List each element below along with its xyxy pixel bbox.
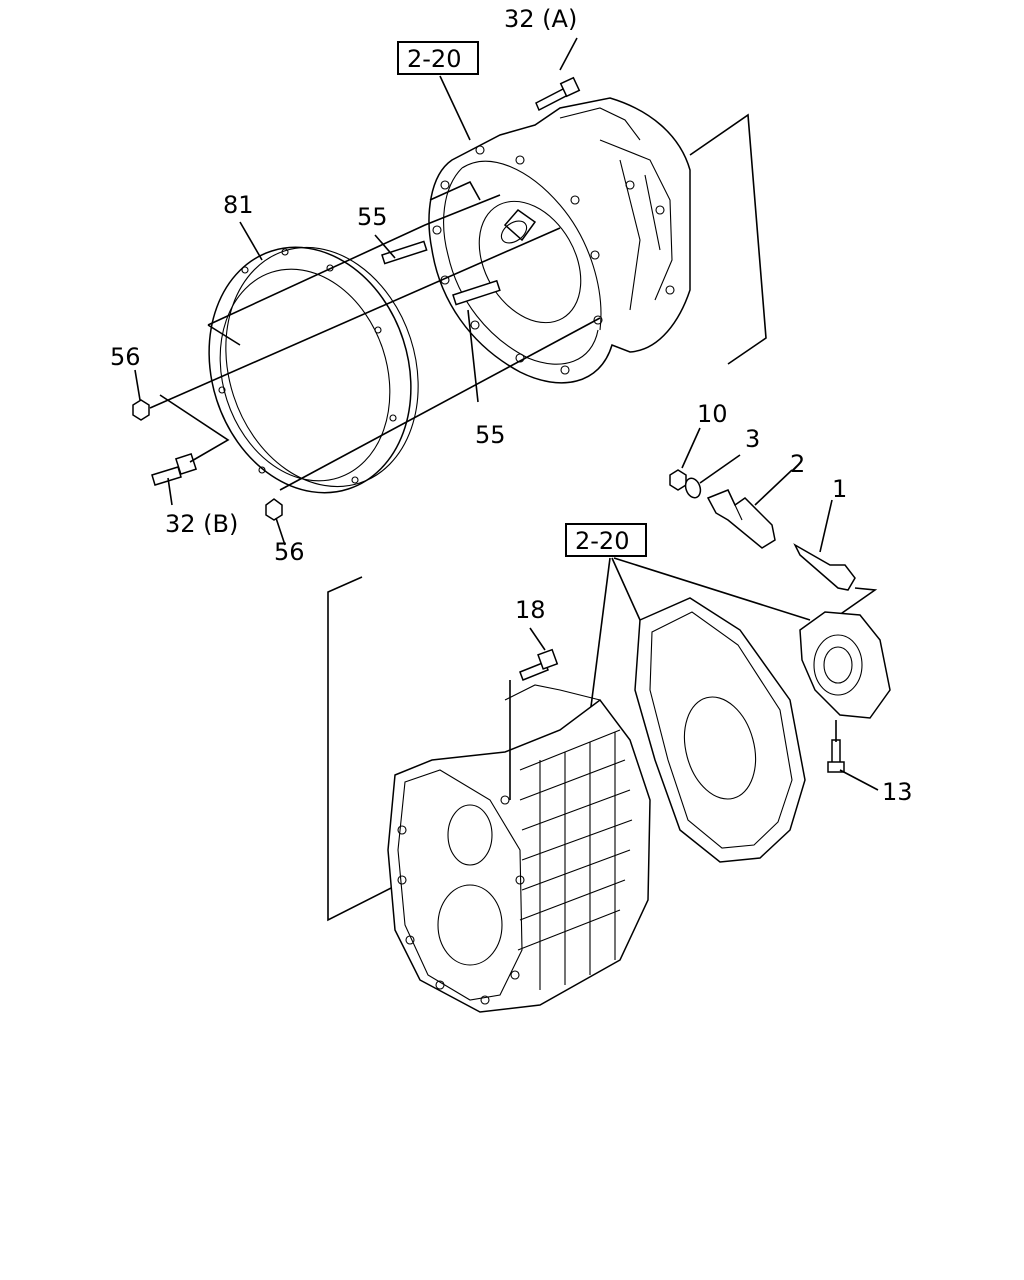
bolt-13-leader (835, 720, 879, 791)
callout-81: 81 (223, 191, 254, 219)
stud-55-lower (452, 279, 501, 306)
bolt-32a (535, 76, 581, 112)
speedometer-housing (799, 611, 891, 719)
nut-10 (669, 469, 687, 491)
rear-cover-plate (634, 597, 806, 863)
callout-56-upper: 56 (110, 343, 141, 371)
reference-label-top: 2-20 (407, 45, 461, 73)
flywheel-housing-ring (208, 246, 419, 494)
nut-56-lower (265, 498, 283, 521)
callout-13: 13 (882, 778, 913, 806)
callout-55-lower: 55 (475, 421, 506, 449)
callout-55-upper: 55 (357, 203, 388, 231)
bolt-18-leader (509, 627, 546, 800)
reference-box-mid: 2-20 (565, 523, 647, 557)
callout-32b: 32 (B) (165, 510, 238, 538)
transmission-case (387, 684, 651, 1013)
callout-56-lower: 56 (274, 538, 305, 566)
o-ring-3 (684, 477, 702, 499)
speedometer-pinion-1 (793, 543, 856, 591)
bolt-32b (151, 452, 198, 486)
callout-2: 2 (790, 450, 805, 478)
bolt-18 (519, 648, 559, 681)
sensor-leaders (681, 427, 878, 621)
flange-holes (432, 145, 675, 375)
nut-56-upper (132, 399, 150, 421)
callout-1: 1 (832, 475, 847, 503)
callout-32a: 32 (A) (504, 5, 577, 33)
callout-10: 10 (697, 400, 728, 428)
callout-3: 3 (745, 425, 760, 453)
stud-55-upper (381, 240, 428, 265)
reference-leaders-mid (587, 557, 811, 731)
clutch-housing (428, 97, 691, 384)
reference-box-top: 2-20 (397, 41, 479, 75)
top-assembly-leaders (134, 37, 601, 546)
bolt-13 (827, 739, 845, 773)
reference-label-mid: 2-20 (575, 527, 629, 555)
callout-18: 18 (515, 596, 546, 624)
sensor-sleeve-2 (706, 489, 776, 549)
group-bracket-top (689, 113, 767, 365)
